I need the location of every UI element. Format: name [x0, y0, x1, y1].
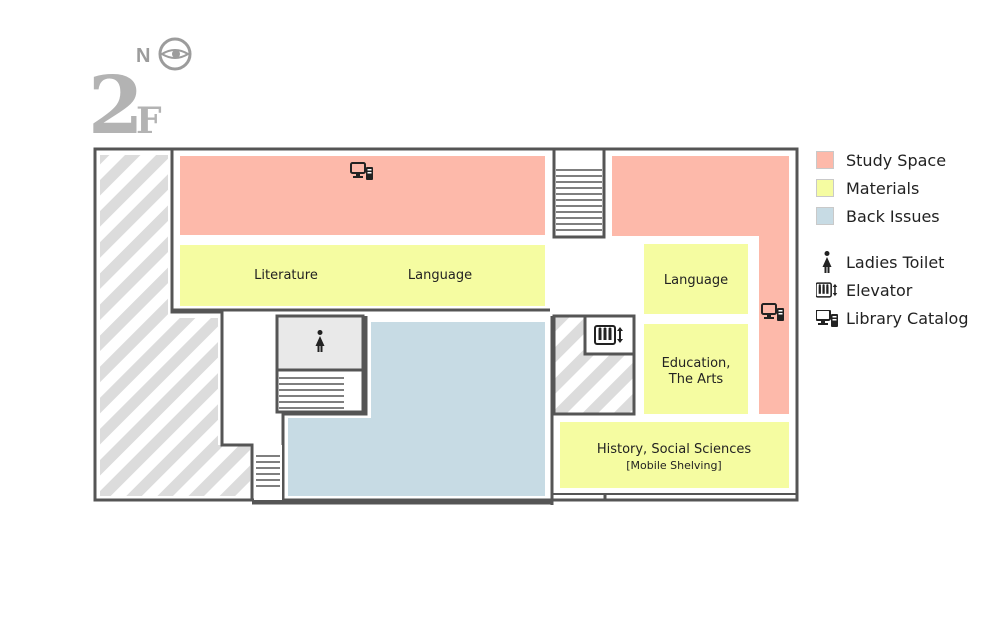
north-label: N	[136, 45, 150, 67]
restricted-area-west	[100, 155, 250, 496]
legend-library-catalog: Library Catalog	[816, 304, 991, 332]
back-issues-area	[288, 322, 545, 496]
staircase-south	[254, 445, 282, 500]
study-space-north	[180, 156, 545, 235]
floor-number: 2	[88, 58, 144, 136]
staircase-center	[275, 368, 365, 414]
computer-icon	[816, 307, 838, 329]
zone-label-language-west: Language	[408, 268, 472, 283]
zone-label-arts: The Arts	[668, 372, 724, 387]
legend-study-space: Study Space	[816, 146, 991, 174]
legend-label: Materials	[846, 178, 920, 198]
materials-swatch	[816, 179, 834, 197]
elevator-icon	[816, 279, 838, 301]
zone-label-literature: Literature	[254, 268, 318, 283]
legend-label: Back Issues	[846, 206, 940, 226]
map-legend: Study Space Materials Back Issues Ladies…	[816, 146, 991, 332]
legend-elevator: Elevator	[816, 276, 991, 304]
staircase-north	[552, 147, 606, 239]
back-issues-swatch	[816, 207, 834, 225]
north-compass-icon	[158, 37, 192, 71]
study-space-swatch	[816, 151, 834, 169]
materials-education-arts	[644, 324, 748, 414]
zone-label-education: Education,	[662, 356, 731, 371]
floor-suffix: F	[136, 100, 162, 136]
zone-label-language-east: Language	[664, 273, 728, 288]
zone-label-history: History, Social Sciences	[597, 442, 752, 457]
zone-label-mobile-shelving: [Mobile Shelving]	[626, 459, 721, 472]
materials-language-east	[644, 244, 748, 314]
legend-materials: Materials	[816, 174, 991, 202]
female-toilet-icon	[816, 251, 838, 273]
legend-label: Study Space	[846, 150, 947, 170]
floor-indicator: 2 F N	[88, 37, 192, 136]
materials-literature-language	[180, 245, 545, 306]
materials-history-social-sciences	[560, 422, 789, 488]
legend-ladies-toilet: Ladies Toilet	[816, 248, 991, 276]
study-space-east	[612, 156, 789, 414]
legend-back-issues: Back Issues	[816, 202, 991, 230]
legend-label: Library Catalog	[846, 308, 969, 328]
legend-label: Ladies Toilet	[846, 252, 945, 272]
legend-label: Elevator	[846, 280, 913, 300]
